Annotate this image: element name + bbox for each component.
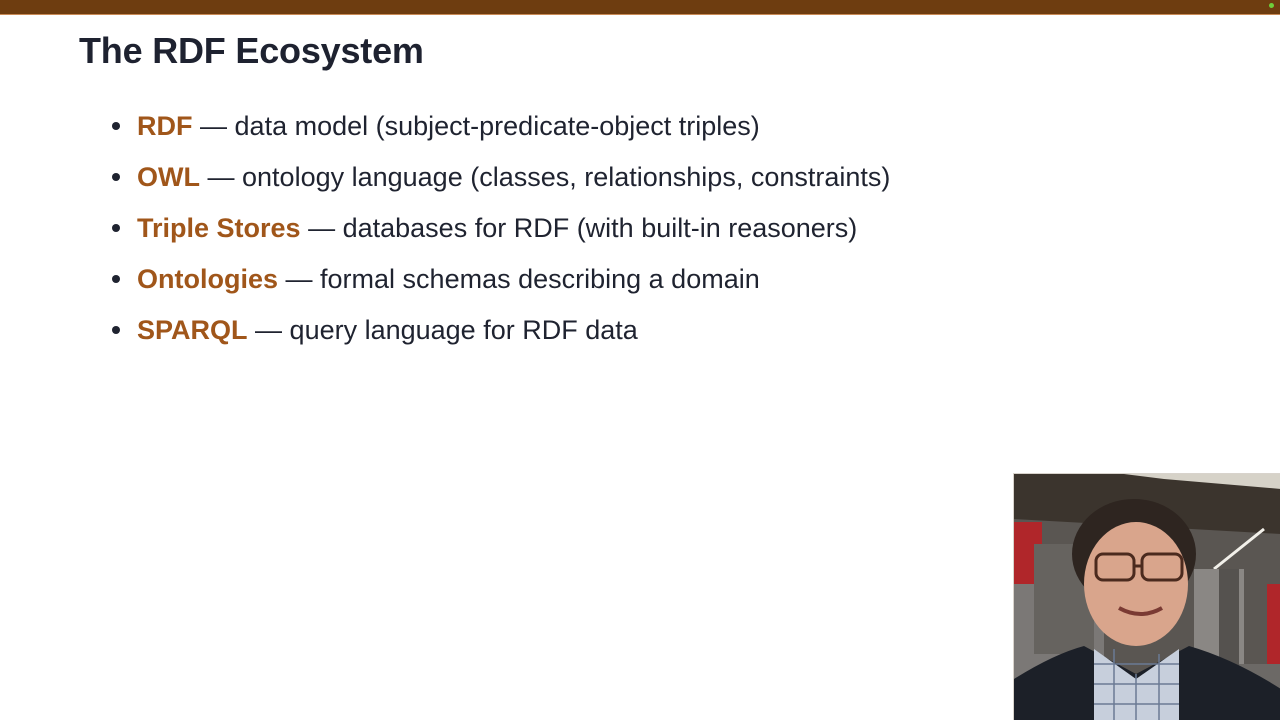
bullet-item-triple-stores: Triple Stores — databases for RDF (with …: [108, 206, 890, 257]
bullet-item-sparql: SPARQL — query language for RDF data: [108, 308, 890, 359]
bullet-separator: —: [285, 264, 313, 294]
bullet-item-ontologies: Ontologies — formal schemas describing a…: [108, 257, 890, 308]
presenter-webcam: [1013, 473, 1280, 720]
bullet-term: RDF: [137, 111, 193, 141]
presenter-video-icon: [1014, 474, 1280, 720]
bullet-list: RDF — data model (subject-predicate-obje…: [108, 104, 890, 359]
bullet-term: Ontologies: [137, 264, 278, 294]
bullet-dot-icon: [112, 275, 120, 283]
bullet-dot-icon: [112, 122, 120, 130]
bullet-item-rdf: RDF — data model (subject-predicate-obje…: [108, 104, 890, 155]
bullet-description: ontology language (classes, relationship…: [242, 162, 891, 192]
top-bar: [0, 0, 1280, 15]
status-indicator-icon: [1269, 3, 1274, 8]
bullet-description: query language for RDF data: [289, 315, 638, 345]
bullet-term: Triple Stores: [137, 213, 301, 243]
bullet-dot-icon: [112, 326, 120, 334]
bullet-separator: —: [308, 213, 336, 243]
bullet-description: formal schemas describing a domain: [320, 264, 760, 294]
bullet-term: SPARQL: [137, 315, 248, 345]
slide-title: The RDF Ecosystem: [79, 30, 424, 71]
bullet-description: databases for RDF (with built-in reasone…: [342, 213, 858, 243]
bullet-separator: —: [207, 162, 235, 192]
bullet-separator: —: [200, 111, 228, 141]
bullet-item-owl: OWL — ontology language (classes, relati…: [108, 155, 890, 206]
bullet-dot-icon: [112, 173, 120, 181]
bullet-dot-icon: [112, 224, 120, 232]
bullet-description: data model (subject-predicate-object tri…: [234, 111, 760, 141]
bullet-separator: —: [255, 315, 283, 345]
bullet-term: OWL: [137, 162, 200, 192]
